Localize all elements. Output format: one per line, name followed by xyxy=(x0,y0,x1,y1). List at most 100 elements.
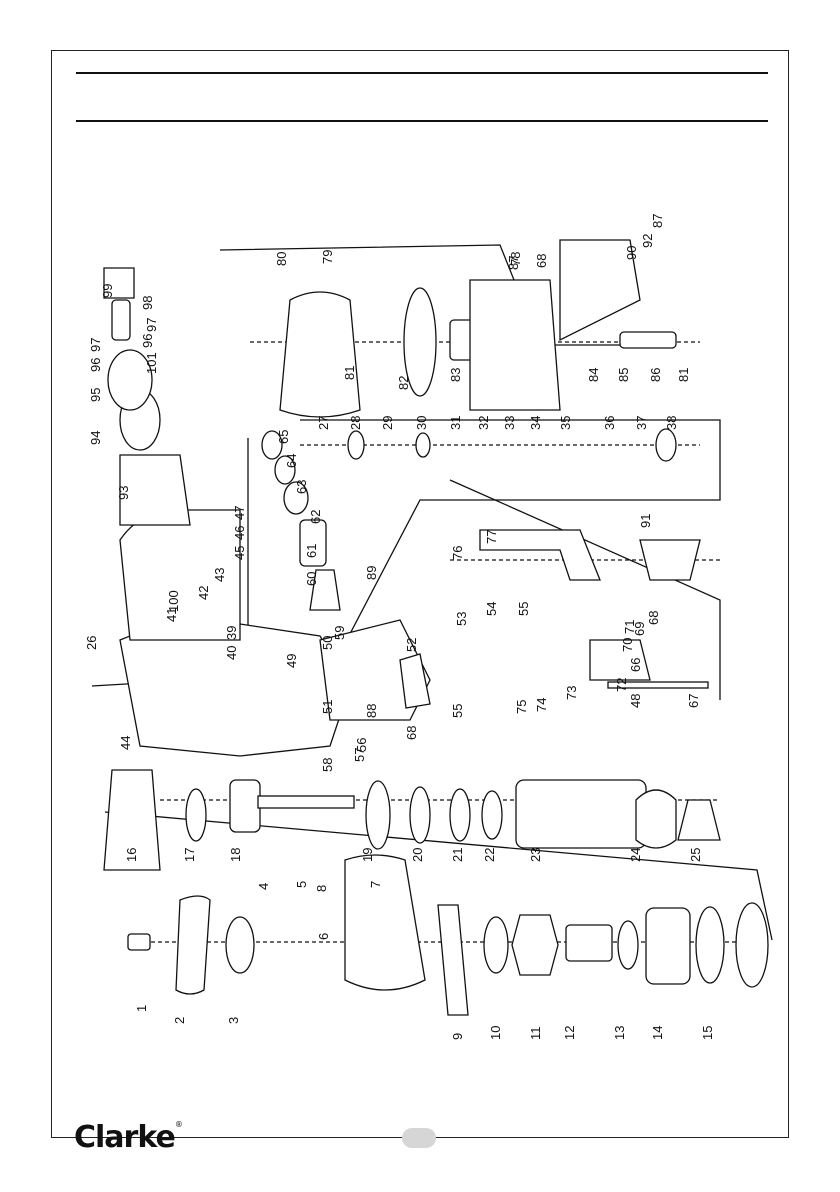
part-label-26: 26 xyxy=(84,636,99,650)
part-77-shape xyxy=(479,529,601,581)
part-82-shape xyxy=(403,287,437,397)
part-label-20: 20 xyxy=(410,848,425,862)
part-label-61: 61 xyxy=(304,544,319,558)
part-label-60: 60 xyxy=(304,572,319,586)
part-label-22: 22 xyxy=(482,848,497,862)
part-78-shape xyxy=(469,279,561,411)
part-30-shape xyxy=(415,432,431,458)
part-23-shape xyxy=(515,779,647,849)
part-20-shape xyxy=(409,786,431,844)
part-label-72: 72 xyxy=(614,678,629,692)
part-label-29: 29 xyxy=(380,416,395,430)
part-label-56: 56 xyxy=(354,738,369,752)
part-label-63: 63 xyxy=(294,480,309,494)
part-label-69: 69 xyxy=(632,622,647,636)
part-label-18: 18 xyxy=(228,848,243,862)
part-label-35: 35 xyxy=(558,416,573,430)
part-18-shape xyxy=(229,779,261,833)
part-label-68: 68 xyxy=(534,254,549,268)
part-2-shape xyxy=(175,895,211,995)
part-38-shape xyxy=(655,428,677,462)
part-label-57: 57 xyxy=(352,748,367,762)
part-16-shape xyxy=(103,769,161,871)
part-label-25: 25 xyxy=(688,848,703,862)
part-9-shape xyxy=(437,904,469,1016)
part-label-43: 43 xyxy=(212,568,227,582)
part-label-10: 10 xyxy=(488,1026,503,1040)
part-label-65: 65 xyxy=(276,430,291,444)
part-7-shape xyxy=(344,854,426,991)
part-label-89: 89 xyxy=(364,566,379,580)
part-label-62: 62 xyxy=(308,510,323,524)
part-label-47: 47 xyxy=(232,506,247,520)
part-21-shape xyxy=(449,788,471,842)
part-label-75: 75 xyxy=(514,700,529,714)
part-12-shape xyxy=(565,924,613,962)
part-label-6: 6 xyxy=(316,933,331,940)
part-label-87: 87 xyxy=(650,214,665,228)
clarke-logo: Clarke® xyxy=(74,1120,183,1155)
part-label-16: 16 xyxy=(124,848,139,862)
part-91-shape xyxy=(639,539,701,581)
part-label-21: 21 xyxy=(450,848,465,862)
part-52-shape xyxy=(399,653,431,709)
part-label-3: 3 xyxy=(226,1017,241,1024)
part-25-shape xyxy=(677,799,721,841)
part-93-shape xyxy=(119,454,191,526)
part-label-92: 92 xyxy=(640,234,655,248)
part-label-40: 40 xyxy=(224,646,239,660)
part-28-shape xyxy=(347,430,365,460)
part-11-shape xyxy=(511,914,559,976)
part-label-19: 19 xyxy=(360,848,375,862)
part-64-shape xyxy=(274,455,296,485)
part-label-4: 4 xyxy=(256,883,271,890)
part-99-shape xyxy=(103,267,135,299)
part-label-48: 48 xyxy=(628,694,643,708)
part-label-8: 8 xyxy=(314,885,329,892)
part-label-59: 59 xyxy=(332,626,347,640)
part-label-23: 23 xyxy=(528,848,543,862)
part-79-shape xyxy=(279,291,361,418)
part-label-68: 68 xyxy=(404,726,419,740)
part-label-83: 83 xyxy=(448,368,463,382)
part-label-58: 58 xyxy=(320,758,335,772)
part-label-42: 42 xyxy=(196,586,211,600)
part-label-9: 9 xyxy=(450,1033,465,1040)
part-label-94: 94 xyxy=(88,431,103,445)
part-14-shape xyxy=(645,907,691,985)
part-22-shape xyxy=(481,790,503,840)
part-67-shape xyxy=(607,681,709,689)
part-label-78: 78 xyxy=(508,252,523,266)
part-98-shape xyxy=(111,299,131,341)
part-label-27: 27 xyxy=(316,416,331,430)
part-label-91: 91 xyxy=(638,514,653,528)
part-label-95: 95 xyxy=(88,388,103,402)
part-label-15: 15 xyxy=(700,1026,715,1040)
part-label-49: 49 xyxy=(284,654,299,668)
part-label-81: 81 xyxy=(676,368,691,382)
part-label-52: 52 xyxy=(404,638,419,652)
part-24-shape xyxy=(635,789,677,849)
part-label-93: 93 xyxy=(116,486,131,500)
part-label-96: 96 xyxy=(140,334,155,348)
header-rule-top xyxy=(76,72,768,74)
part-label-30: 30 xyxy=(414,416,429,430)
part-label-87: 87 xyxy=(506,256,521,270)
part-label-14: 14 xyxy=(650,1026,665,1040)
part-label-73: 73 xyxy=(564,686,579,700)
part-label-54: 54 xyxy=(484,602,499,616)
part-label-77: 77 xyxy=(484,530,499,544)
part-label-33: 33 xyxy=(502,416,517,430)
registered-mark: ® xyxy=(174,1120,183,1129)
part-label-66: 66 xyxy=(628,658,643,672)
part-label-17: 17 xyxy=(182,848,197,862)
part-label-86: 86 xyxy=(648,368,663,382)
part-17-shape xyxy=(185,788,207,842)
part-label-99: 99 xyxy=(100,284,115,298)
part-65-shape xyxy=(261,430,283,460)
part-60-shape xyxy=(309,569,341,611)
part-label-12: 12 xyxy=(562,1026,577,1040)
part-label-38: 38 xyxy=(664,416,679,430)
part-label-55: 55 xyxy=(516,602,531,616)
part-label-32: 32 xyxy=(476,416,491,430)
